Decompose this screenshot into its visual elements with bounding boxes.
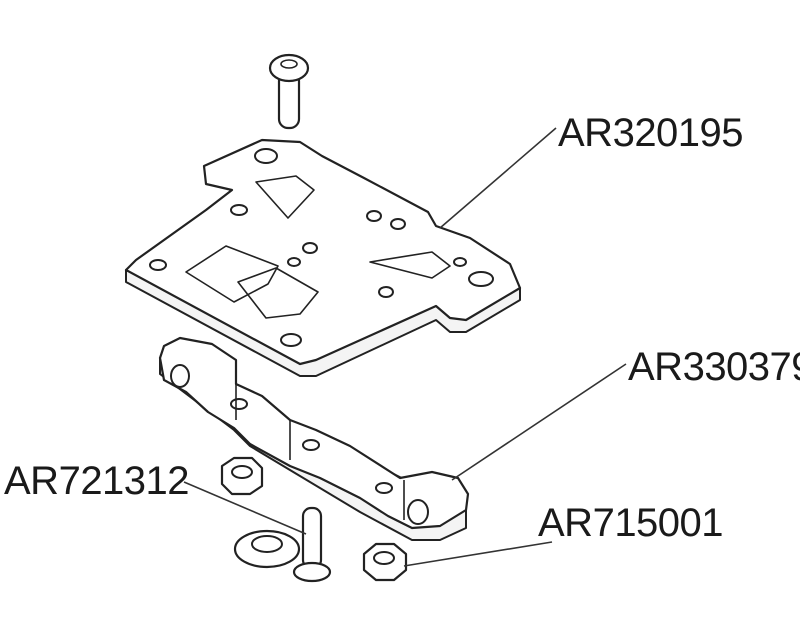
washer xyxy=(233,529,301,569)
label-bolt: AR721312 xyxy=(4,459,189,503)
mount-plate xyxy=(124,138,522,377)
leader-arm xyxy=(451,363,627,481)
leader-plate xyxy=(439,127,557,229)
top-screw xyxy=(268,53,310,130)
label-nut: AR715001 xyxy=(538,501,723,545)
arm-bracket xyxy=(158,336,470,541)
bolt xyxy=(292,506,332,583)
leader-bolt xyxy=(183,481,307,535)
nut-right xyxy=(362,542,408,582)
leader-nut xyxy=(403,541,553,567)
nut-left xyxy=(220,456,264,496)
label-plate: AR320195 xyxy=(558,111,743,155)
label-arm: AR330379 xyxy=(628,345,800,389)
